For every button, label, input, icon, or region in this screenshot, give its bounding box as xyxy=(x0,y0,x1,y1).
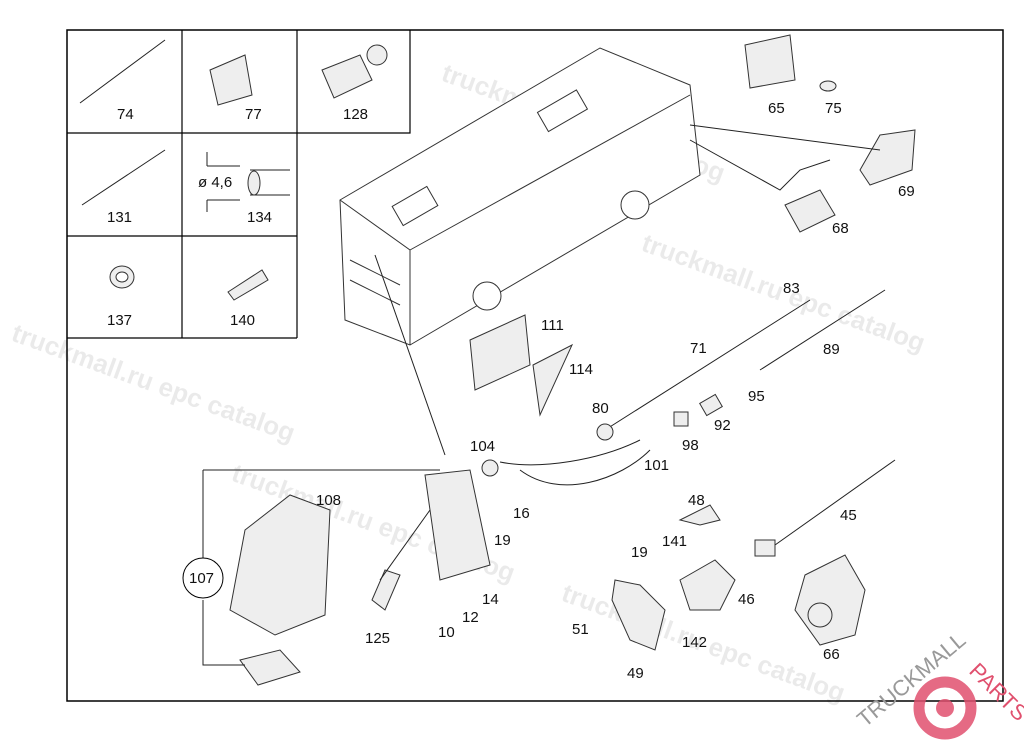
part-number-label: 46 xyxy=(738,591,755,608)
dimension-label: ø 4,6 xyxy=(198,174,232,191)
part-77-clip xyxy=(209,54,253,106)
part-number-label: 89 xyxy=(823,341,840,358)
part-number-label: 142 xyxy=(682,634,707,651)
part-131-sleeve xyxy=(81,149,166,206)
inset-parts: ø 4,6 74 77 128 131 134 137 140 xyxy=(79,39,388,329)
part-number-label: 107 xyxy=(189,570,214,587)
part-number-label: 134 xyxy=(247,209,272,226)
part-number-label: truckmall.ru epc catalog xyxy=(8,317,299,447)
part-number-label: 83 xyxy=(783,280,800,297)
part-number-label: 14 xyxy=(482,591,499,608)
part-number-label: 125 xyxy=(365,630,390,647)
part-48 xyxy=(678,504,721,526)
part-number-label: 104 xyxy=(470,438,495,455)
part-92 xyxy=(699,393,723,417)
part-number-label: 48 xyxy=(688,492,705,509)
part-108-cover xyxy=(229,494,331,636)
part-number-label: 141 xyxy=(662,533,687,550)
part-114 xyxy=(532,343,574,417)
part-89-cable xyxy=(759,289,886,371)
part-number-label: 80 xyxy=(592,400,609,417)
part-111 xyxy=(469,314,531,391)
callout-circle-107 xyxy=(182,557,224,599)
bracket xyxy=(424,469,491,581)
part-140-plug xyxy=(227,269,269,301)
part-number-label: 65 xyxy=(768,100,785,117)
part-number-label: 51 xyxy=(572,621,589,638)
part-number-label: 69 xyxy=(898,183,915,200)
part-45-cable xyxy=(774,459,896,546)
part-number-label: 16 xyxy=(513,505,530,522)
part-number-label: 137 xyxy=(107,312,132,329)
part-69 xyxy=(859,129,916,186)
part-number-label: 66 xyxy=(823,646,840,663)
part-101-hose xyxy=(499,439,651,486)
part-66-camera xyxy=(794,554,866,646)
inset-grid xyxy=(67,30,411,339)
part-98 xyxy=(673,411,689,427)
part-number-label: 111 xyxy=(541,317,564,334)
part-number-label: 128 xyxy=(343,106,368,123)
part-number-label: 68 xyxy=(832,220,849,237)
parts xyxy=(182,34,916,686)
part-71-cable xyxy=(604,299,811,431)
diagram-frame xyxy=(66,29,1004,702)
part-number-label: 98 xyxy=(682,437,699,454)
bus-outline xyxy=(339,47,701,346)
part-74-rod xyxy=(79,39,166,104)
part-number-label: 140 xyxy=(230,312,255,329)
part-number-label: 19 xyxy=(494,532,511,549)
part-number-label: 92 xyxy=(714,417,731,434)
part-number-label: 19 xyxy=(631,544,648,561)
part-number-label: 75 xyxy=(825,100,842,117)
part-128-connector xyxy=(321,54,373,99)
part-number-label: 108 xyxy=(316,492,341,509)
part-number-label: 74 xyxy=(117,106,134,123)
part-number-label: 95 xyxy=(748,388,765,405)
part-number-label: 101 xyxy=(644,457,669,474)
part-68 xyxy=(784,189,836,233)
part-number-label: 12 xyxy=(462,609,479,626)
part-104 xyxy=(481,459,499,477)
part-number-label: 131 xyxy=(107,209,132,226)
part-134-tube xyxy=(250,169,290,196)
part-number-label: 10 xyxy=(438,624,455,641)
part-75 xyxy=(819,80,837,92)
part-number-label: 77 xyxy=(245,106,262,123)
part-45-plug xyxy=(754,539,776,557)
part-49 xyxy=(611,579,666,651)
part-107-gasket xyxy=(239,649,301,686)
callout-labels: 65 75 69 68 83 111 114 71 89 80 95 92 98… xyxy=(189,100,915,682)
part-number-label: 71 xyxy=(690,340,707,357)
part-80 xyxy=(596,423,614,441)
part-65 xyxy=(744,34,796,89)
part-number-label: 49 xyxy=(627,665,644,682)
part-46 xyxy=(679,559,736,611)
part-125 xyxy=(371,569,401,611)
part-number-label: 114 xyxy=(569,361,593,378)
part-number-label: 45 xyxy=(840,507,857,524)
truckmall-parts-logo: TRUCKMALL PARTS xyxy=(852,627,1024,740)
